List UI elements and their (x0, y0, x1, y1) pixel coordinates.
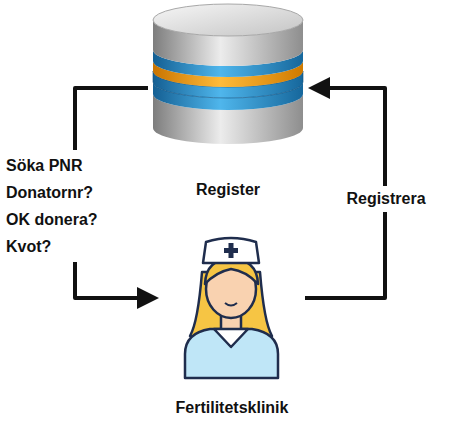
database-node: Register (148, 0, 308, 200)
nurse-hat-cross (224, 248, 238, 253)
clinic-node: Fertilitetsklinik (159, 232, 305, 418)
edge-label: Söka PNR Donatornr? OK donera? Kvot? (6, 150, 116, 262)
nurse-hat (203, 238, 259, 263)
nurse-collar (214, 329, 248, 347)
database-top (153, 4, 303, 36)
node-label: Register (196, 180, 260, 200)
node-label: Fertilitetsklinik (176, 398, 289, 418)
edge-label: Registrera (341, 186, 430, 212)
nurse-uniform (185, 329, 278, 378)
nurse-mouth (225, 303, 237, 306)
nurse-icon (185, 238, 278, 378)
database-icon (153, 4, 303, 144)
